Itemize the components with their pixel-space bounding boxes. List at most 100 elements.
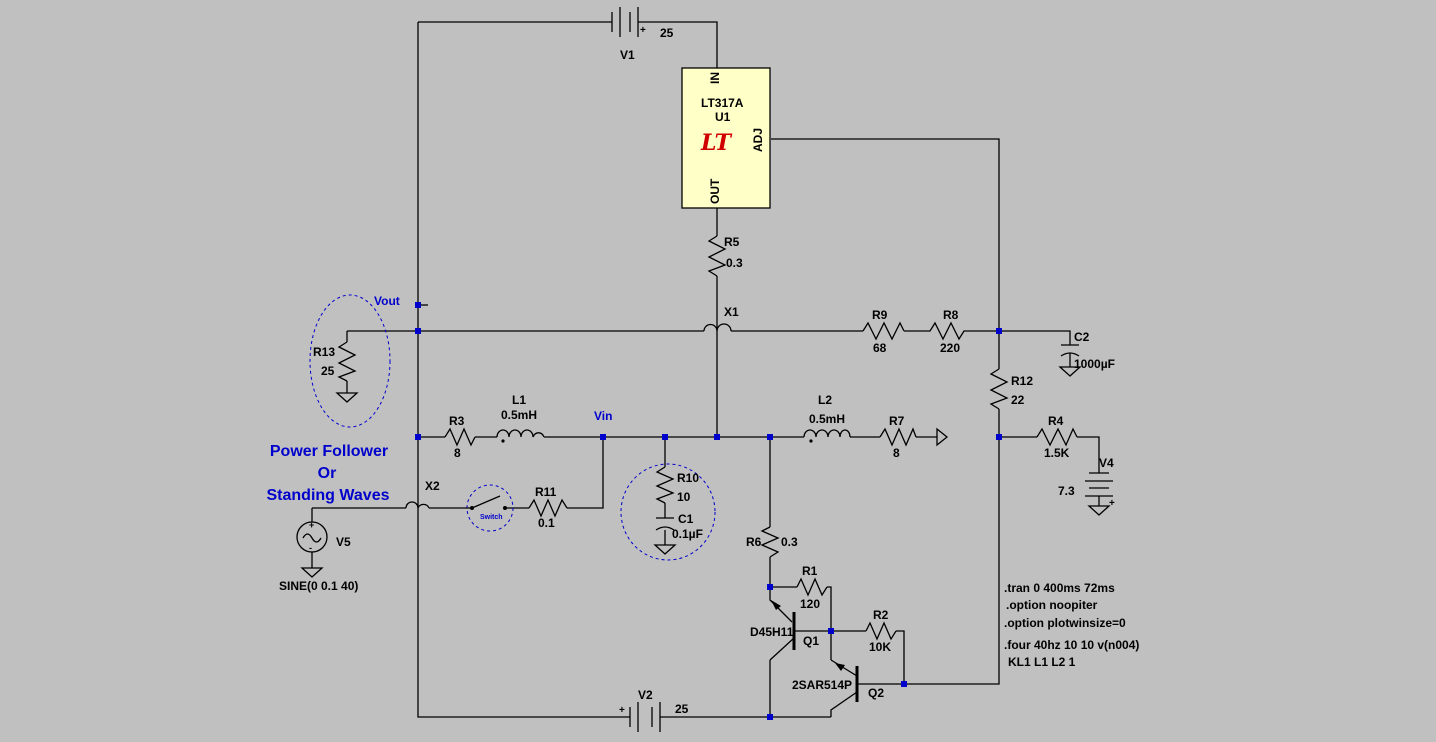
q1-part: D45H11: [750, 625, 794, 639]
net-label-vin: Vin: [594, 409, 612, 423]
ground-symbols: [300, 366, 1111, 578]
highlight-ellipses: [309, 294, 716, 561]
x2-ref: X2: [425, 479, 440, 493]
r1-value: 120: [800, 597, 820, 611]
l2-value: 0.5mH: [809, 412, 845, 426]
directive-option-plotwinsize: .option plotwinsize=0: [1004, 616, 1126, 630]
resistor-r10: [655, 466, 675, 504]
v2-ref: V2: [638, 688, 653, 702]
c2-ref: C2: [1074, 330, 1090, 344]
resistor-r6: [760, 526, 780, 558]
transistor-q1: [771, 600, 796, 650]
r10-value: 10: [677, 490, 691, 504]
switch-label: Switch: [480, 514, 503, 521]
r6-ref: R6: [746, 535, 762, 549]
r11-ref: R11: [535, 485, 557, 499]
r9-ref: R9: [872, 308, 888, 322]
directive-option-noopiter: .option noopiter: [1006, 598, 1098, 612]
r7-ref: R7: [889, 414, 905, 428]
c2-value: 1000µF: [1074, 357, 1115, 371]
v5-ref: V5: [336, 535, 351, 549]
c1-ref: C1: [678, 512, 694, 526]
r8-ref: R8: [943, 308, 959, 322]
v2-value: 25: [675, 702, 689, 716]
junction-dots: [415, 302, 1002, 720]
lt-logo-icon: LT: [700, 130, 733, 156]
x1-ref: X1: [724, 305, 739, 319]
r2-value: 10K: [869, 640, 891, 654]
inductor-l1: [496, 429, 545, 443]
resistor-r1: [796, 577, 828, 597]
pin-adj-label: ADJ: [751, 128, 765, 152]
r3-ref: R3: [449, 414, 465, 428]
v1-value: 25: [660, 26, 674, 40]
regulator-part: LT317A: [701, 96, 744, 110]
sine-source-v5: + -: [296, 520, 328, 553]
resistor-r13: [337, 341, 357, 382]
r12-value: 22: [1011, 393, 1025, 407]
r13-value: 25: [321, 364, 335, 378]
l1-ref: L1: [512, 393, 526, 407]
v4-value: 7.3: [1058, 484, 1075, 498]
resistor-r12: [989, 368, 1009, 410]
svg-text:+: +: [1109, 498, 1115, 509]
r8-value: 220: [940, 341, 960, 355]
r9-value: 68: [873, 341, 887, 355]
inductor-l2: [803, 429, 851, 443]
switch-symbol: Switch: [466, 484, 514, 532]
capacitor-c1: [655, 517, 675, 531]
v5-value: SINE(0 0.1 40): [279, 579, 358, 593]
r13-ref: R13: [313, 345, 335, 359]
title-line-2: Or: [318, 465, 337, 482]
regulator-ref: U1: [715, 110, 731, 124]
svg-text:+: +: [309, 520, 314, 530]
net-label-vout: Vout: [374, 294, 400, 308]
resistor-r11: [528, 498, 568, 518]
resistor-r8: [904, 321, 967, 341]
r5-ref: R5: [724, 235, 740, 249]
resistor-r7: [879, 427, 917, 447]
regulator-u1: LT317A U1 LT IN ADJ OUT: [681, 67, 771, 209]
r1-ref: R1: [802, 564, 818, 578]
svg-text:+: +: [640, 25, 646, 36]
svg-text:-: -: [309, 543, 312, 553]
r4-ref: R4: [1048, 414, 1064, 428]
c1-value: 0.1µF: [672, 527, 703, 541]
r11-value: 0.1: [538, 516, 555, 530]
capacitor-c2: [1060, 344, 1080, 367]
crossover-x1: [703, 319, 732, 345]
q1-ref: Q1: [803, 634, 819, 648]
l1-value: 0.5mH: [501, 408, 537, 422]
r10-ref: R10: [677, 471, 699, 485]
resistor-r5: [707, 235, 727, 277]
resistor-r9: [862, 321, 905, 341]
battery-v4: +: [1085, 472, 1115, 509]
r2-ref: R2: [873, 608, 889, 622]
pin-in-label: IN: [708, 72, 722, 84]
q2-part: 2SAR514P: [792, 678, 852, 692]
r6-value: 0.3: [781, 535, 798, 549]
r12-ref: R12: [1011, 374, 1033, 388]
resistor-r2: [865, 621, 897, 641]
svg-text:+: +: [619, 705, 625, 716]
directive-tran: .tran 0 400ms 72ms: [1004, 581, 1115, 595]
resistor-r3: [444, 427, 476, 447]
directive-four: .four 40hz 10 10 v(n004): [1004, 638, 1139, 652]
title-line-3: Standing Waves: [267, 487, 390, 504]
battery-v2: +: [619, 702, 661, 732]
r5-value: 0.3: [726, 256, 743, 270]
r7-value: 8: [893, 446, 900, 460]
resistor-r4: [1036, 427, 1078, 447]
battery-v1: +: [611, 7, 646, 37]
component-labels: V1 25 V2 25 V4 7.3 V5 SINE(0 0.1 40) R5 …: [267, 26, 1140, 716]
directive-coupling: KL1 L1 L2 1: [1008, 655, 1076, 669]
v1-ref: V1: [620, 48, 635, 62]
q2-ref: Q2: [868, 686, 884, 700]
crossover-x2: [405, 501, 430, 514]
title-line-1: Power Follower: [270, 443, 388, 460]
l2-ref: L2: [818, 393, 832, 407]
wires: [311, 21, 1100, 718]
r4-value: 1.5K: [1044, 446, 1070, 460]
pin-out-label: OUT: [708, 178, 722, 204]
